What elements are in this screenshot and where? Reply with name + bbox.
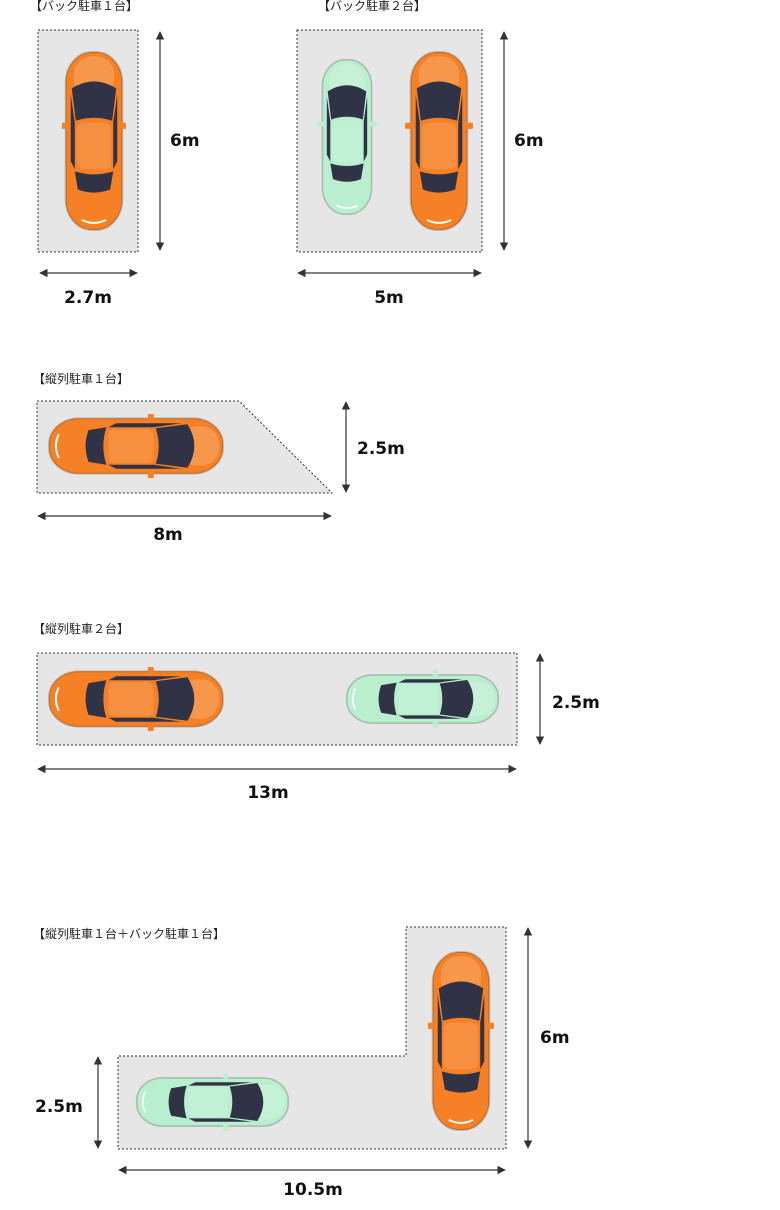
section-back-2: 【バック駐車２台】 6m 5m xyxy=(296,0,544,308)
height-label-parallel-1: 2.5m xyxy=(357,439,405,459)
caption-parallel-2: 【縦列駐車２台】 xyxy=(33,621,129,636)
height-label-combo-left: 2.5m xyxy=(35,1097,83,1117)
caption-parallel-1: 【縦列駐車１台】 xyxy=(33,371,129,386)
width-label-parallel-1: 8m xyxy=(153,525,183,545)
height-label-back-1: 6m xyxy=(170,131,200,151)
car-orange xyxy=(405,50,473,232)
car-orange xyxy=(47,414,225,478)
section-parallel-2: 【縦列駐車２台】 2.5m 13m xyxy=(33,621,600,803)
height-label-parallel-2: 2.5m xyxy=(552,693,600,713)
car-orange xyxy=(428,950,494,1132)
car-orange xyxy=(47,667,225,731)
height-label-combo-right: 6m xyxy=(540,1028,570,1048)
car-green xyxy=(316,58,378,216)
width-label-back-2: 5m xyxy=(374,288,404,308)
width-label-combo: 10.5m xyxy=(283,1180,343,1200)
caption-back-2: 【バック駐車２台】 xyxy=(318,0,426,13)
car-green xyxy=(345,668,500,730)
section-parallel-1: 【縦列駐車１台】 2.5m 8m xyxy=(33,371,405,545)
width-label-back-1: 2.7m xyxy=(64,288,112,308)
section-back-1: 【バック駐車１台】 6m 2.7m xyxy=(30,0,200,308)
caption-back-1: 【バック駐車１台】 xyxy=(30,0,138,13)
car-orange xyxy=(62,50,126,232)
height-label-back-2: 6m xyxy=(514,131,544,151)
section-combo: 【縦列駐車１台＋バック駐車１台】 6m 2.5m 10.5m xyxy=(33,926,570,1200)
caption-combo: 【縦列駐車１台＋バック駐車１台】 xyxy=(33,926,225,941)
car-green xyxy=(135,1071,290,1133)
width-label-parallel-2: 13m xyxy=(247,783,288,803)
